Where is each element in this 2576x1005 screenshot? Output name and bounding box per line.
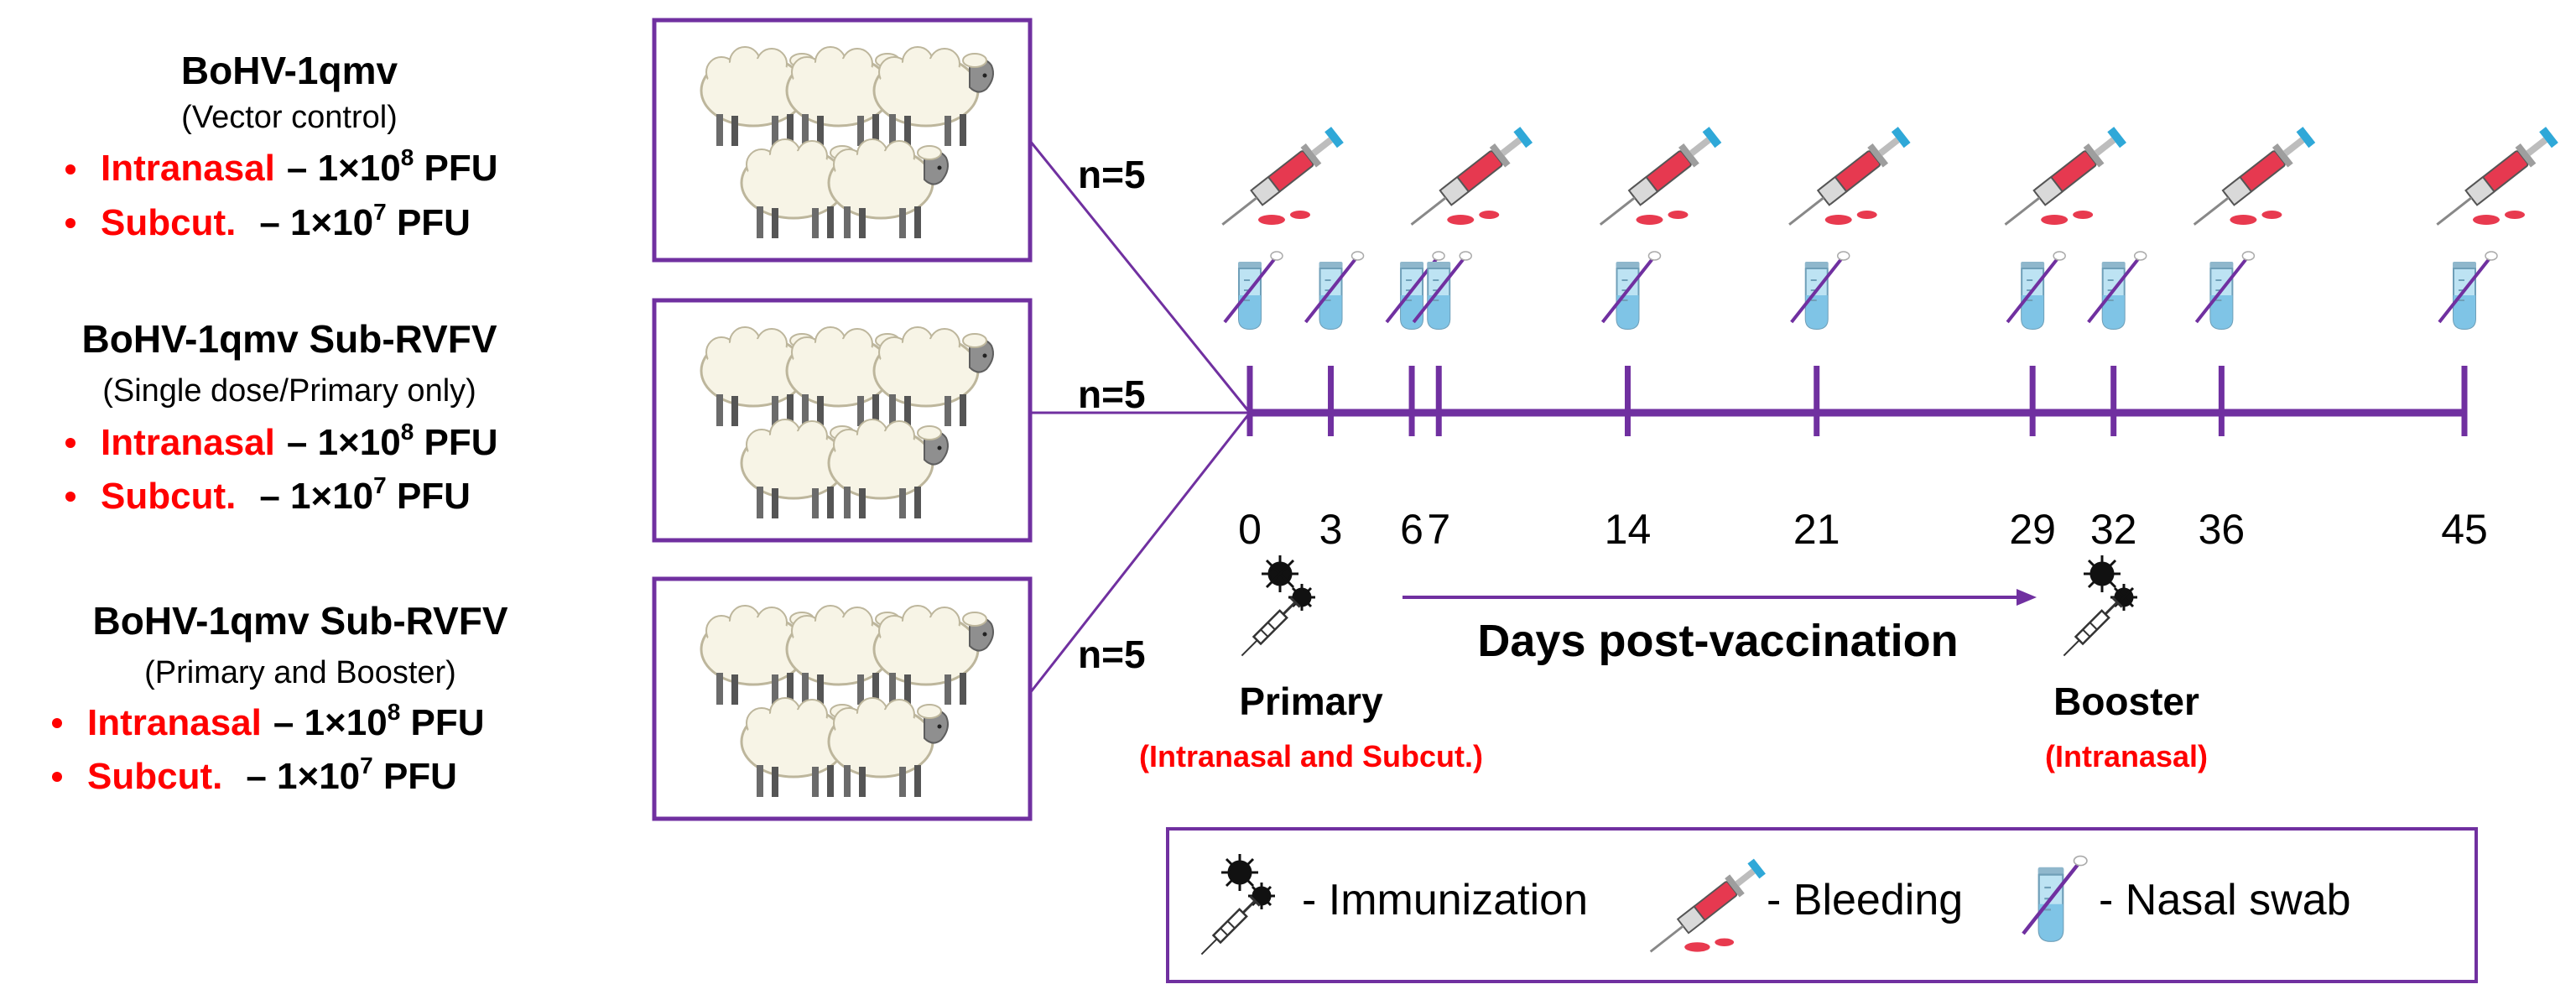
sheep-box-2 <box>652 298 1033 543</box>
bullet-icon <box>65 218 75 228</box>
day-label: 36 <box>2199 506 2246 553</box>
group-2-dose-intranasal: Intranasal– 1×108 PFU <box>101 419 498 463</box>
primary-route: (Intranasal and Subcut.) <box>1139 739 1483 773</box>
day-label: 6 <box>1400 506 1423 553</box>
nasal-swab-icon <box>1304 250 1366 331</box>
primary-immunization-icon <box>1236 554 1317 662</box>
group-3-title: BoHV-1qmv Sub-RVFV <box>93 599 508 643</box>
group-1-n-label: n=5 <box>1078 153 1146 196</box>
group-1-title: BoHV-1qmv <box>181 49 398 92</box>
group-1-dose-subcut: Subcut.– 1×107 PFU <box>101 199 471 243</box>
group-1-description: BoHV-1qmv (Vector control) Intranasal– 1… <box>65 49 498 243</box>
legend-immunization: - Immunization <box>1302 876 1588 924</box>
days-arrow <box>1402 589 2037 606</box>
group-3-dose-subcut: Subcut.– 1×107 PFU <box>87 752 457 797</box>
axis-title: Days post-vaccination <box>1477 616 1958 666</box>
day-label: 32 <box>2090 506 2137 553</box>
booster-route: (Intranasal) <box>2045 739 2208 773</box>
sheep-box-1 <box>652 18 1033 263</box>
bullet-icon <box>52 718 62 728</box>
nasal-swab-icon <box>2006 250 2068 331</box>
group-1-subtitle: (Vector control) <box>181 100 398 135</box>
group-2-description: BoHV-1qmv Sub-RVFV (Single dose/Primary … <box>65 317 498 517</box>
bleeding-icon <box>2184 123 2318 237</box>
day-label: 0 <box>1238 506 1262 553</box>
bleeding-icon <box>1780 123 1913 237</box>
day-label: 21 <box>1793 506 1840 553</box>
bleeding-icon <box>1591 123 1725 237</box>
day-label: 14 <box>1605 506 1652 553</box>
group-3-description: BoHV-1qmv Sub-RVFV (Primary and Booster)… <box>52 599 508 797</box>
group-3-subtitle: (Primary and Booster) <box>144 655 456 690</box>
day-label: 3 <box>1319 506 1343 553</box>
primary-label: Primary <box>1239 680 1383 723</box>
group-3-dose-intranasal: Intranasal– 1×108 PFU <box>87 699 485 743</box>
legend-nasal-swab: - Nasal swab <box>2099 876 2351 924</box>
booster-immunization-icon <box>2058 554 2139 662</box>
group-1-dose-intranasal: Intranasal– 1×108 PFU <box>101 144 498 189</box>
bleeding-icon <box>1402 123 1536 237</box>
day-label: 29 <box>2009 506 2056 553</box>
nasal-swab-icon <box>2086 250 2148 331</box>
legend-bleeding: - Bleeding <box>1767 876 1963 924</box>
bleeding-icon <box>1213 123 1347 237</box>
bleeding-icon <box>2428 123 2562 237</box>
bullet-icon <box>52 772 62 782</box>
nasal-swab-icon <box>1600 250 1663 331</box>
legend: - Immunization - Bleeding - Nasal swab <box>1166 827 2478 983</box>
nasal-swab-icon <box>2194 250 2256 331</box>
day-label: 45 <box>2441 506 2488 553</box>
booster-label: Booster <box>2053 680 2199 723</box>
bullet-icon <box>65 164 75 174</box>
bleeding-icon <box>1996 123 2130 237</box>
group-3-n-label: n=5 <box>1078 633 1146 676</box>
nasal-swab-icon <box>2438 250 2499 331</box>
group-2-dose-subcut: Subcut.– 1×107 PFU <box>101 472 471 517</box>
day-label: 7 <box>1427 506 1450 553</box>
group-connectors <box>1028 140 1252 694</box>
group-2-subtitle: (Single dose/Primary only) <box>102 373 476 409</box>
sheep-box-3 <box>652 576 1033 821</box>
group-2-n-label: n=5 <box>1078 372 1146 416</box>
group-2-title: BoHV-1qmv Sub-RVFV <box>82 317 497 361</box>
nasal-swab-icon <box>1789 250 1851 331</box>
bullet-icon <box>65 438 75 448</box>
nasal-swab-icon <box>1223 250 1284 331</box>
bullet-icon <box>65 492 75 502</box>
